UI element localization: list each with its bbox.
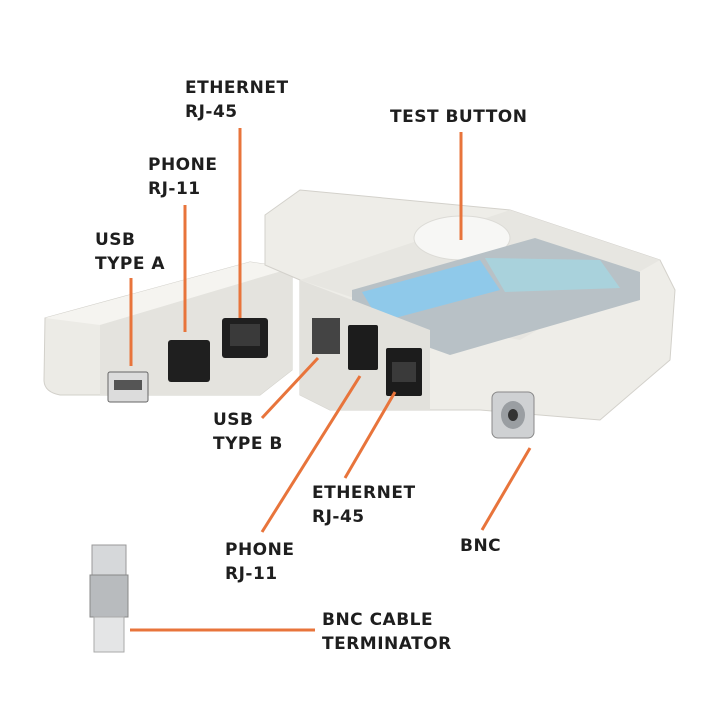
label-line: PHONE [225,540,295,560]
remote-unit [43,261,293,403]
rj11-port-main [348,325,378,370]
leader-bnc [480,447,532,531]
label-line: TERMINATOR [322,634,452,654]
label-line: PHONE [148,155,218,175]
label-line: BNC [460,536,502,556]
usb-type-b-port [312,318,340,354]
label-bnc-terminator: BNC CABLE TERMINATOR [322,608,452,656]
leader-lines [129,128,532,632]
label-line: TEST BUTTON [390,107,528,127]
label-line: RJ-45 [312,507,365,527]
label-phone-bottom: PHONE RJ-11 [225,538,294,586]
leader-usb-b [260,356,320,420]
label-line: USB [95,230,136,250]
bnc-connector [491,391,535,439]
label-ethernet-bottom: ETHERNET RJ-45 [312,481,416,529]
label-line: TYPE A [95,254,166,274]
label-line: RJ-11 [225,564,278,584]
leader-ethernet-bottom [343,391,397,479]
label-usb-type-b: USB TYPE B [213,408,283,456]
label-test-button: TEST BUTTON [390,105,528,129]
label-line: USB [213,410,254,430]
leader-phone-bottom [260,375,362,533]
label-ethernet-top: ETHERNET RJ-45 [185,76,289,124]
label-bnc: BNC [460,534,501,558]
label-line: ETHERNET [185,78,289,98]
label-usb-type-a: USB TYPE A [95,228,165,276]
label-line: RJ-11 [148,179,201,199]
label-line: TYPE B [213,434,283,454]
label-line: BNC CABLE [322,610,434,630]
label-phone-top: PHONE RJ-11 [148,153,217,201]
main-unit [264,189,676,439]
bnc-terminator [89,544,129,653]
rj11-port-remote [168,340,210,382]
label-line: ETHERNET [312,483,416,503]
label-line: RJ-45 [185,102,238,122]
